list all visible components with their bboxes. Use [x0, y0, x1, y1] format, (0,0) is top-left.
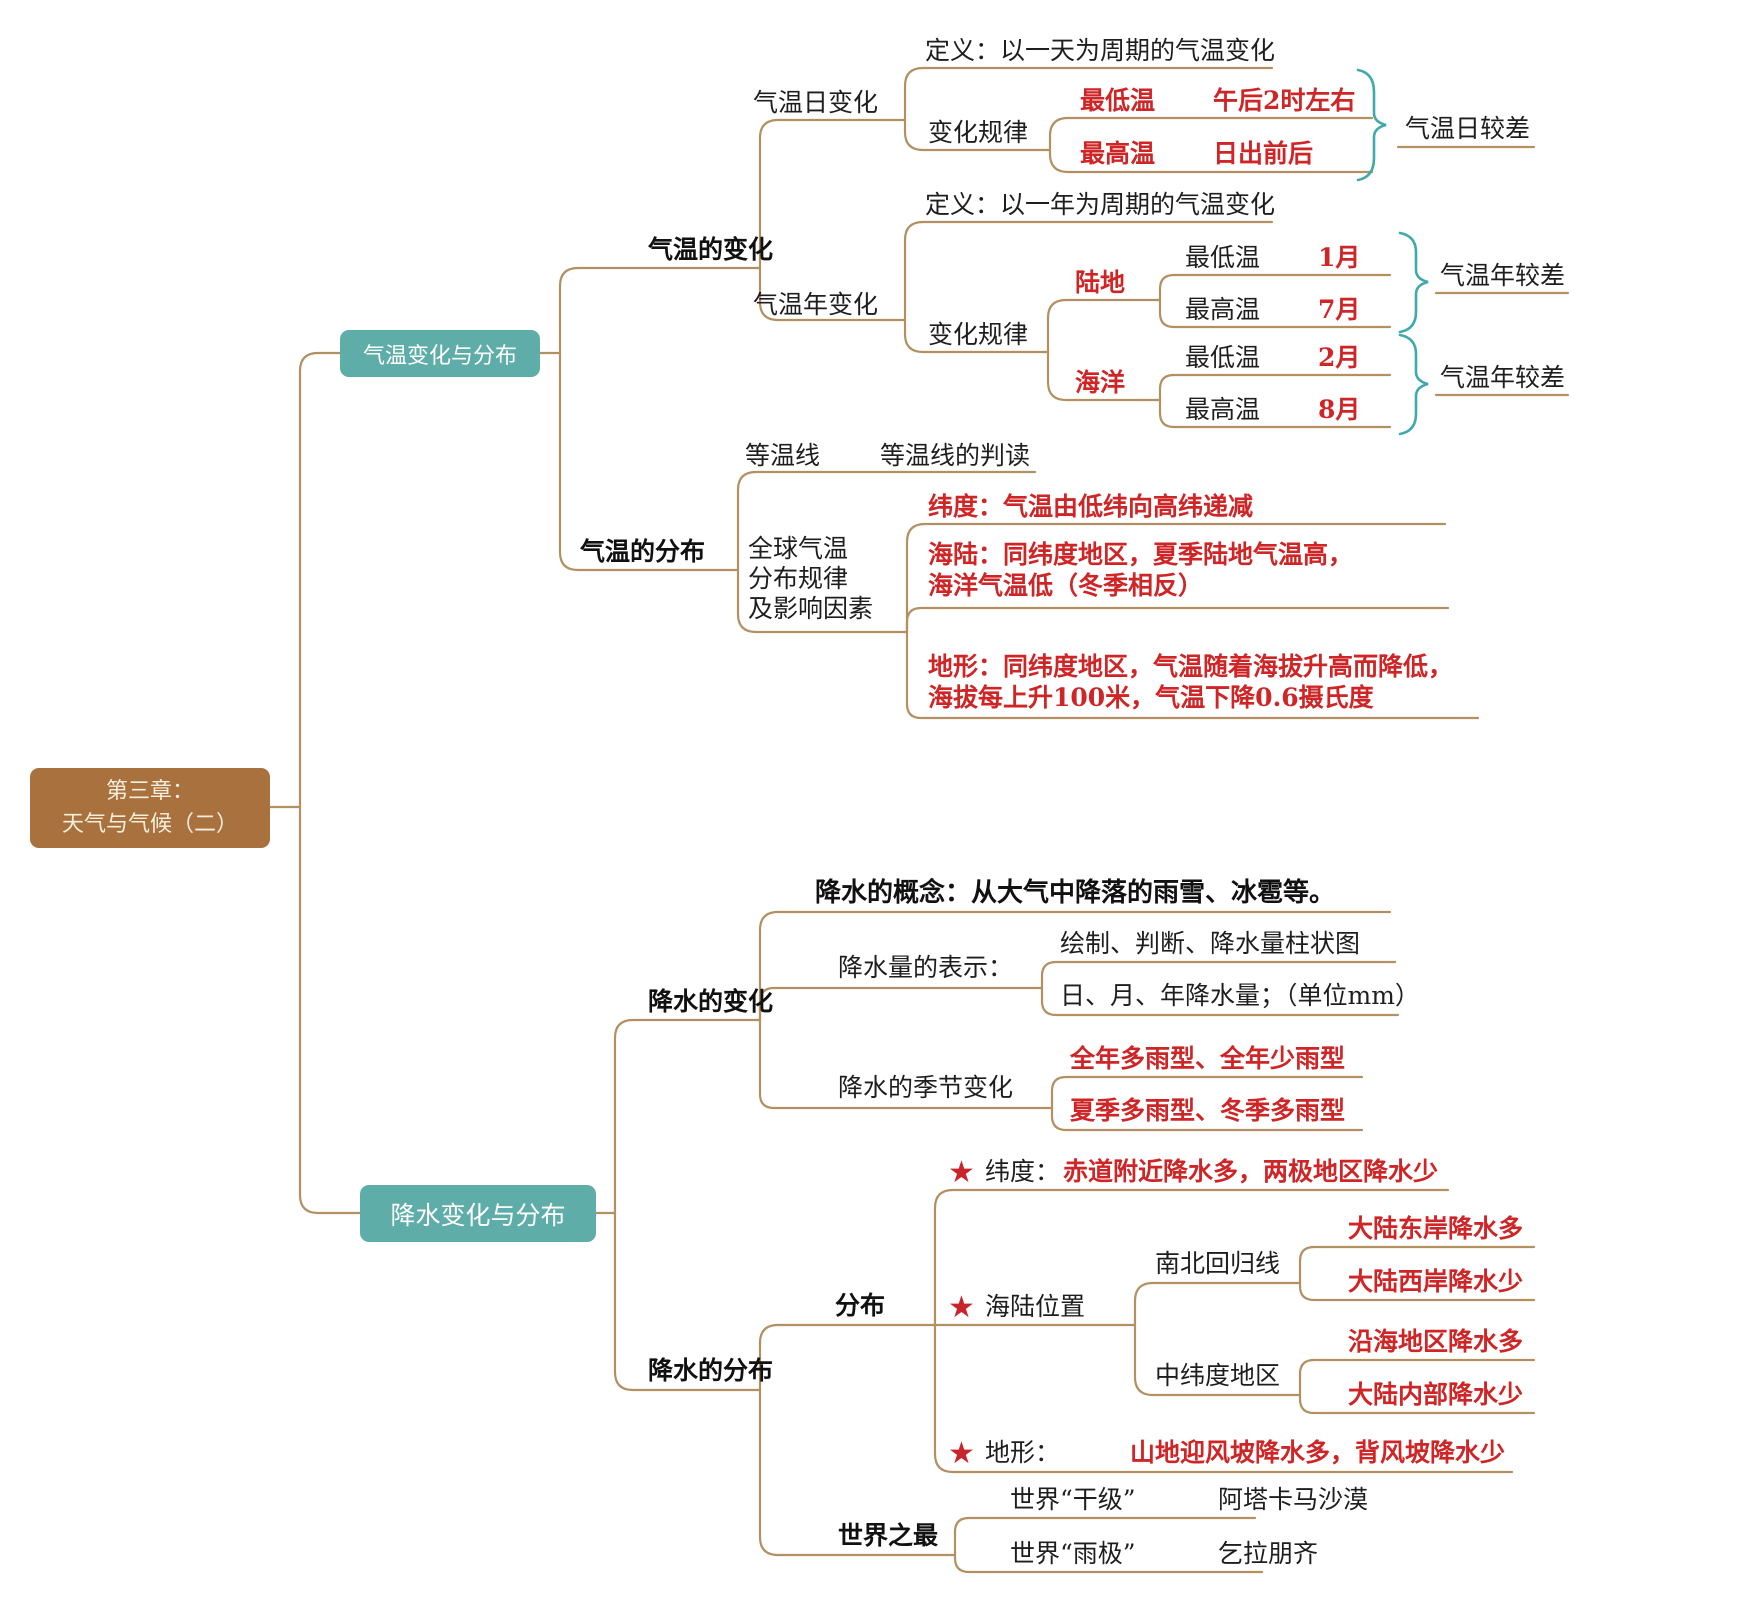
curly-brace-icon	[1398, 231, 1429, 334]
node-land-high-value: 7月	[1318, 295, 1361, 324]
node-ocean-range: 气温年较差	[1440, 363, 1566, 392]
node-land-low-name: 最低温	[1185, 243, 1261, 272]
node-tropic-east: 大陆东岸降水多	[1348, 1214, 1524, 1243]
node-seasonal-item-summerwinter: 夏季多雨型、冬季多雨型	[1070, 1096, 1346, 1125]
node-dist-terrain-name: 地形：	[985, 1438, 1061, 1467]
node-daily-range: 气温日较差	[1405, 114, 1531, 143]
node-record-dry-value: 阿塔卡马沙漠	[1218, 1485, 1369, 1514]
node-precip-seasonal: 降水的季节变化	[838, 1073, 1014, 1102]
node-dist: 分布	[835, 1291, 886, 1320]
root-node: 第三章： 天气与气候（二）	[30, 768, 270, 848]
branch-node-precipitation-label: 降水变化与分布	[390, 1200, 566, 1230]
node-temp-daily-definition: 定义：以一天为周期的气温变化	[925, 36, 1276, 65]
node-record-wet-value: 乞拉朋齐	[1218, 1539, 1319, 1568]
node-dist-latitude-name: 纬度：	[985, 1157, 1061, 1186]
node-isotherm-reading: 等温线的判读	[880, 441, 1031, 470]
node-temp-change: 气温的变化	[648, 235, 774, 264]
node-temp-daily: 气温日变化	[753, 88, 879, 117]
node-temp-annual: 气温年变化	[753, 290, 879, 319]
node-factor-landsea: 海陆：同纬度地区，夏季陆地气温高， 海洋气温低（冬季相反）	[928, 540, 1354, 600]
branch-node-precipitation: 降水变化与分布	[360, 1185, 596, 1242]
node-temp-annual-definition: 定义：以一年为周期的气温变化	[925, 190, 1276, 219]
node-global-temp: 全球气温 分布规律 及影响因素	[748, 534, 874, 623]
node-precip-distribution: 降水的分布	[648, 1356, 774, 1385]
node-tropic: 南北回归线	[1155, 1249, 1281, 1278]
node-temp-daily-pattern: 变化规律	[928, 118, 1029, 147]
node-repr-item-unit: 日、月、年降水量；（单位mm）	[1060, 981, 1420, 1010]
root-node-label: 第三章： 天气与气候（二）	[61, 779, 238, 837]
node-dist-terrain-value: 山地迎风坡降水多，背风坡降水少	[1130, 1438, 1506, 1467]
curly-brace-icon	[1356, 68, 1387, 182]
node-temp-annual-pattern: 变化规律	[928, 320, 1029, 349]
branch-connectors	[268, 66, 1570, 1574]
node-midlat: 中纬度地区	[1155, 1361, 1281, 1390]
branch-node-temperature-label: 气温变化与分布	[362, 343, 517, 369]
node-land-high-name: 最高温	[1185, 295, 1261, 324]
curly-brace-icon	[1398, 333, 1429, 436]
node-record-wet-name: 世界“雨极”	[1010, 1539, 1136, 1568]
node-land-range: 气温年较差	[1440, 261, 1566, 290]
node-ocean-high-name: 最高温	[1185, 395, 1261, 424]
node-temp-distribution: 气温的分布	[580, 537, 706, 566]
node-precip-concept: 降水的概念：从大气中降落的雨雪、冰雹等。	[815, 878, 1336, 908]
star-icon: ★	[948, 1436, 975, 1471]
node-record-dry-name: 世界“干级”	[1010, 1485, 1136, 1514]
node-precip-representation: 降水量的表示：	[838, 953, 1014, 982]
node-midlat-coast: 沿海地区降水多	[1348, 1327, 1524, 1356]
node-ocean-low-value: 2月	[1318, 343, 1361, 372]
node-daily-high-value: 日出前后	[1213, 139, 1314, 168]
node-repr-item-chart: 绘制、判断、降水量柱状图	[1060, 929, 1361, 958]
node-dist-latitude-value: 赤道附近降水多，两极地区降水少	[1063, 1157, 1439, 1186]
node-factor-latitude: 纬度：气温由低纬向高纬递减	[928, 492, 1254, 521]
node-ocean-high-value: 8月	[1318, 395, 1361, 424]
node-midlat-inland: 大陆内部降水少	[1348, 1380, 1524, 1409]
node-seasonal-item-allyear: 全年多雨型、全年少雨型	[1070, 1044, 1346, 1073]
node-precip-change: 降水的变化	[648, 987, 774, 1016]
node-land-low-value: 1月	[1318, 243, 1361, 272]
node-daily-high-name: 最高温	[1080, 139, 1156, 168]
star-icon: ★	[948, 1290, 975, 1325]
branch-node-temperature: 气温变化与分布	[340, 330, 540, 377]
node-ocean-low-name: 最低温	[1185, 343, 1261, 372]
node-tropic-west: 大陆西岸降水少	[1348, 1267, 1524, 1296]
node-daily-low-value: 午后2时左右	[1213, 86, 1356, 115]
node-annual-land: 陆地	[1075, 268, 1126, 297]
node-dist-landsea: 海陆位置	[985, 1292, 1086, 1321]
node-isotherm: 等温线	[745, 441, 821, 470]
star-icon: ★	[948, 1155, 975, 1190]
node-annual-ocean: 海洋	[1075, 368, 1126, 397]
node-daily-low-name: 最低温	[1080, 86, 1156, 115]
node-world-records: 世界之最	[838, 1521, 939, 1550]
node-factor-terrain: 地形：同纬度地区，气温随着海拔升高而降低， 海拔每上升100米，气温下降0.6摄…	[928, 652, 1454, 712]
